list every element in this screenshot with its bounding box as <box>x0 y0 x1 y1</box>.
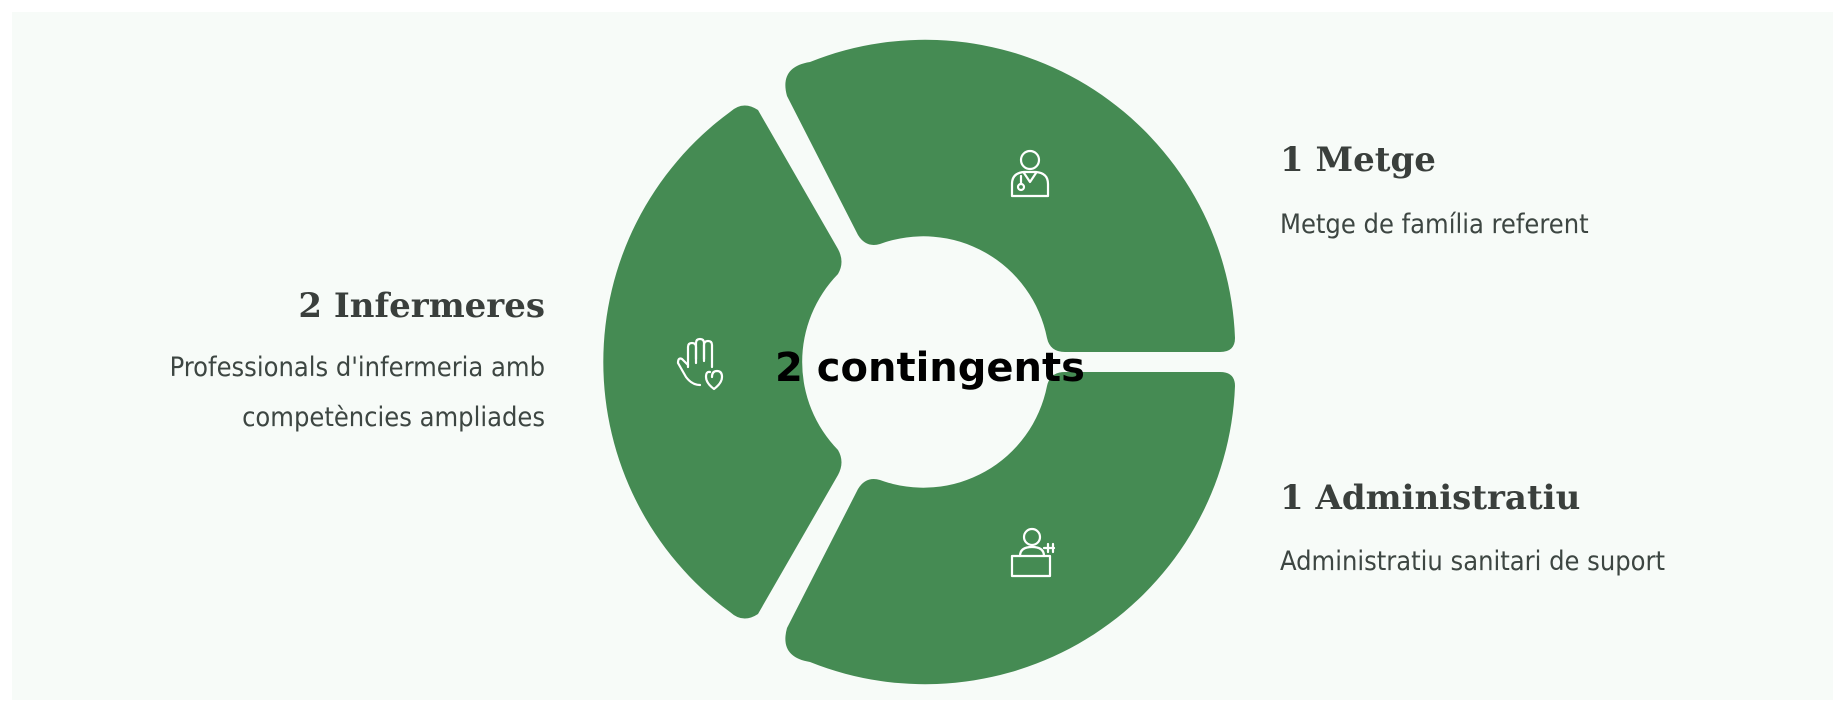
infermeres-description-line-2: competències ampliades <box>242 402 545 433</box>
segment-infermeres <box>603 105 842 619</box>
receptionist-desk-icon <box>1010 527 1056 578</box>
administratiu-description: Administratiu sanitari de suport <box>1280 546 1666 577</box>
segment-metge <box>785 39 1235 353</box>
administratiu-title: 1 Administratiu <box>1280 478 1581 518</box>
center-label: 2 contingents <box>775 345 1085 391</box>
doctor-icon <box>1010 149 1050 198</box>
metge-title: 1 Metge <box>1280 140 1436 180</box>
infermeres-title: 2 Infermeres <box>298 286 545 326</box>
metge-description: Metge de família referent <box>1280 209 1589 240</box>
hand-heart-icon <box>676 337 724 391</box>
segment-administratiu <box>785 372 1235 685</box>
infermeres-description-line-1: Professionals d'infermeria amb <box>169 352 545 383</box>
